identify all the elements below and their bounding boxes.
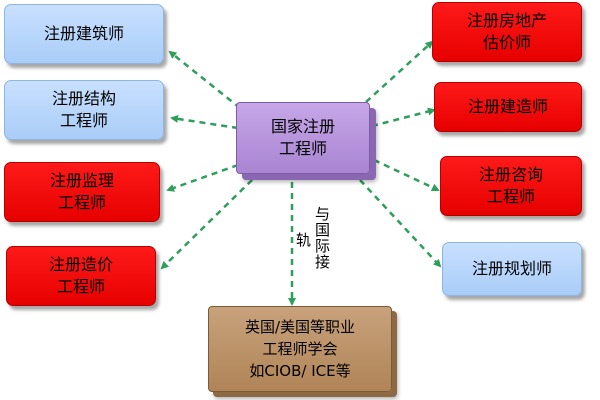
connector-arrow-to-consulting-engineer [373,158,440,192]
node-international-professional-institutes: 英国/美国等职业 工程师学会 如CIOB/ ICE等 [208,306,392,392]
node-registered-planner: 注册规划师 [442,242,582,296]
connector-arrow-to-cost-engineer [160,179,253,270]
link-label-track: 轨 [294,232,312,248]
node-national-registered-engineer: 国家注册 工程师 [236,102,370,174]
node-registered-supervision-engineer: 注册监理 工程师 [4,162,160,222]
node-registered-constructor: 注册建造师 [434,82,582,132]
connector-arrow-to-planner [359,179,442,268]
node-registered-architect: 注册建筑师 [4,4,164,64]
node-registered-consulting-engineer: 注册咨询 工程师 [440,156,582,216]
node-registered-structural-engineer: 注册结构 工程师 [4,80,164,140]
connector-arrow-to-supervision-engineer [166,163,239,192]
node-registered-real-estate-appraiser: 注册房地产 估价师 [432,2,582,62]
node-registered-cost-engineer: 注册造价 工程师 [6,246,156,306]
connector-arrow-to-appraiser [365,40,434,103]
link-label-international: 与国际接 [313,206,331,270]
connector-arrow-to-constructor [371,107,436,128]
connector-arrow-to-architect [168,50,241,109]
connector-arrow-to-structural-engineer [170,114,239,130]
